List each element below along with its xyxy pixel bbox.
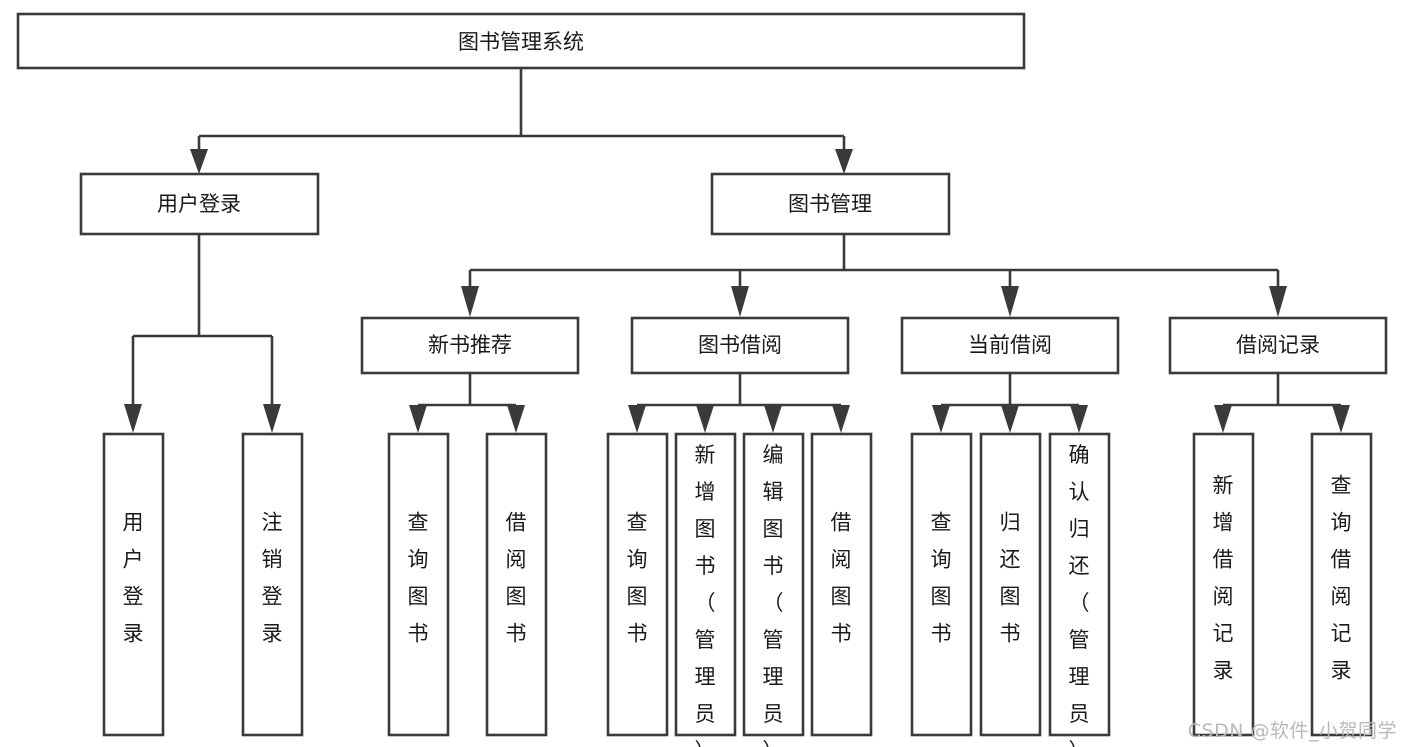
node-borrow-record[interactable]: 借阅记录	[1168, 316, 1388, 375]
node-leaf-borrow-book-2-label: 借阅图书	[831, 511, 852, 646]
arrow-head-leaf-query-book-1	[409, 405, 427, 433]
node-current-borrow-box[interactable]	[900, 316, 1120, 375]
node-leaf-add-record[interactable]: 新增借阅记录	[1192, 432, 1255, 737]
node-leaf-add-record-box[interactable]	[1192, 432, 1255, 737]
node-current-borrow[interactable]: 当前借阅	[900, 316, 1120, 375]
node-leaf-borrow-book-2[interactable]: 借阅图书	[810, 432, 873, 737]
node-leaf-return-book-box[interactable]	[979, 432, 1042, 737]
node-leaf-return-book-label: 归还图书	[1000, 511, 1021, 646]
arrow-head-borrow-record	[1269, 286, 1287, 317]
node-leaf-user-login-box[interactable]	[102, 432, 165, 737]
node-leaf-return-book[interactable]: 归还图书	[979, 432, 1042, 737]
node-leaf-edit-book-label: 编辑图书（管理员）	[763, 443, 784, 747]
node-leaf-query-book-2[interactable]: 查询图书	[606, 432, 669, 737]
node-leaf-user-login[interactable]: 用户登录	[102, 432, 165, 737]
node-leaf-add-book-label: 新增图书（管理员）	[695, 443, 716, 747]
arrow-head-leaf-logout-login	[263, 404, 281, 433]
node-leaf-query-record[interactable]: 查询借阅记录	[1310, 432, 1373, 737]
node-leaf-query-book-3-label: 查询图书	[931, 511, 952, 646]
node-new-book-recommend[interactable]: 新书推荐	[360, 316, 580, 375]
watermark-label: CSDN @软件_小贺同学	[1187, 720, 1397, 742]
node-leaf-borrow-book-1-label: 借阅图书	[506, 511, 527, 646]
node-new-book-recommend-box[interactable]	[360, 316, 580, 375]
node-leaf-query-book-2-box[interactable]	[606, 432, 669, 737]
node-leaf-user-login-label: 用户登录	[123, 511, 144, 646]
node-root-box[interactable]	[16, 12, 1026, 70]
node-borrow-record-box[interactable]	[1168, 316, 1388, 375]
node-leaf-logout-login[interactable]: 注销登录	[241, 432, 304, 737]
node-leaf-confirm-return-label: 确认归还（管理员）	[1069, 443, 1090, 747]
arrow-head-new-book-recommend	[461, 286, 479, 317]
node-leaf-query-book-2-label: 查询图书	[627, 511, 648, 646]
connector-layer	[124, 68, 1350, 433]
node-book-borrow-box[interactable]	[630, 316, 850, 375]
node-book-management-box[interactable]	[710, 172, 951, 236]
node-current-borrow-label: 当前借阅	[968, 333, 1052, 357]
node-user-login-box[interactable]	[79, 172, 320, 236]
arrow-head-user-login	[190, 149, 208, 174]
arrow-head-leaf-edit-book	[764, 405, 782, 433]
arrow-head-leaf-query-record	[1332, 405, 1350, 433]
node-leaf-confirm-return[interactable]: 确认归还（管理员）	[1048, 432, 1111, 747]
arrow-head-leaf-borrow-book-1	[507, 405, 525, 433]
node-user-login-label: 用户登录	[157, 192, 241, 216]
node-leaf-logout-login-box[interactable]	[241, 432, 304, 737]
node-leaf-borrow-book-1[interactable]: 借阅图书	[485, 432, 548, 737]
node-leaf-query-book-1[interactable]: 查询图书	[387, 432, 450, 737]
node-leaf-edit-book-box[interactable]	[742, 432, 805, 737]
arrow-head-leaf-return-book	[1001, 405, 1019, 433]
arrow-head-leaf-add-book	[696, 405, 714, 433]
node-new-book-recommend-label: 新书推荐	[428, 333, 512, 357]
node-root-label: 图书管理系统	[458, 30, 584, 54]
arrow-head-book-borrow	[731, 286, 749, 317]
node-leaf-edit-book[interactable]: 编辑图书（管理员）	[742, 432, 805, 747]
node-borrow-record-label: 借阅记录	[1236, 333, 1320, 357]
node-book-borrow[interactable]: 图书借阅	[630, 316, 850, 375]
node-root[interactable]: 图书管理系统	[16, 12, 1026, 70]
node-leaf-add-book-box[interactable]	[674, 432, 737, 737]
node-leaf-add-record-label: 新增借阅记录	[1213, 474, 1234, 683]
node-leaf-add-book[interactable]: 新增图书（管理员）	[674, 432, 737, 747]
arrow-head-leaf-user-login	[124, 404, 142, 433]
node-user-login[interactable]: 用户登录	[79, 172, 320, 236]
node-leaf-borrow-book-2-box[interactable]	[810, 432, 873, 737]
node-book-management[interactable]: 图书管理	[710, 172, 951, 236]
arrow-head-book-management	[835, 149, 853, 174]
node-book-management-label: 图书管理	[788, 192, 872, 216]
node-leaf-borrow-book-1-box[interactable]	[485, 432, 548, 737]
arrow-head-leaf-borrow-book-2	[832, 405, 850, 433]
leaf-node-layer: 用户登录 注销登录 查询图书 借阅图书 查询图书 新增图书（管理员）	[102, 432, 1373, 747]
arrow-head-current-borrow	[1001, 286, 1019, 317]
node-book-borrow-label: 图书借阅	[698, 333, 782, 357]
node-leaf-query-book-1-label: 查询图书	[408, 511, 429, 646]
arrow-head-leaf-confirm-return	[1070, 405, 1088, 433]
arrow-head-leaf-query-book-2	[628, 405, 646, 433]
node-leaf-query-record-label: 查询借阅记录	[1331, 474, 1352, 683]
node-leaf-query-book-1-box[interactable]	[387, 432, 450, 737]
arrow-head-leaf-add-record	[1214, 405, 1232, 433]
arrow-head-leaf-query-book-3	[932, 405, 950, 433]
node-leaf-query-book-3-box[interactable]	[910, 432, 973, 737]
node-leaf-confirm-return-box[interactable]	[1048, 432, 1111, 737]
node-leaf-query-book-3[interactable]: 查询图书	[910, 432, 973, 737]
node-leaf-query-record-box[interactable]	[1310, 432, 1373, 737]
node-leaf-logout-login-label: 注销登录	[262, 511, 283, 646]
